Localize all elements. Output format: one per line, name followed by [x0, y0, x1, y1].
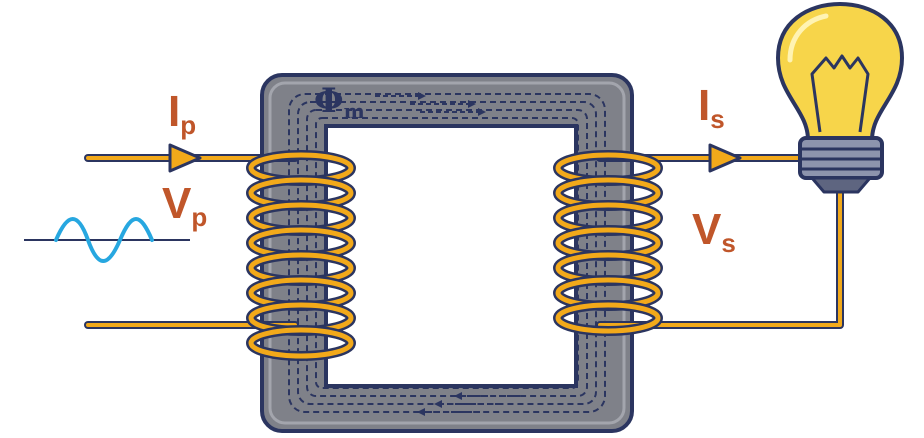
primary-coil	[246, 150, 356, 361]
magnetic-flux-label: Φm	[314, 81, 365, 123]
secondary-current-arrow-icon	[708, 143, 742, 173]
secondary-current-label: Is	[698, 81, 725, 134]
primary-current-label: Ip	[168, 87, 196, 140]
secondary-voltage-label: Vs	[692, 205, 736, 258]
sine-wave-icon	[24, 217, 190, 263]
primary-voltage-label: Vp	[162, 179, 207, 232]
light-bulb-icon	[776, 2, 904, 194]
primary-current-arrow-icon	[168, 143, 202, 173]
flux-direction-arrows	[375, 92, 520, 416]
secondary-coil	[553, 150, 663, 336]
